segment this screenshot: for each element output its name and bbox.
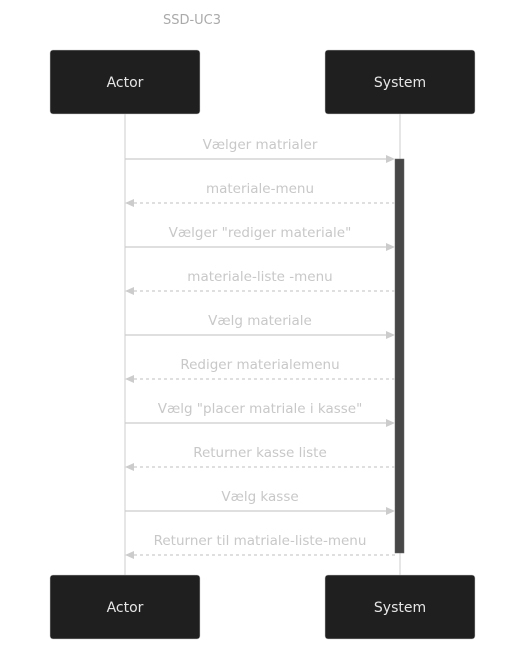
system-box-top: System xyxy=(324,49,476,115)
message-label: materiale-menu xyxy=(206,181,314,197)
arrowhead xyxy=(386,419,395,427)
message-label: Rediger materialemenu xyxy=(180,357,339,373)
arrowhead xyxy=(386,243,395,251)
message-label: Vælger "rediger materiale" xyxy=(169,225,352,241)
system-label-top: System xyxy=(374,75,426,91)
system-box-bottom: System xyxy=(324,574,476,640)
message-8: Returner kasse liste xyxy=(125,445,395,471)
message-4: materiale-liste -menu xyxy=(125,269,395,295)
system-label-bottom: System xyxy=(374,600,426,616)
arrowhead xyxy=(125,551,134,559)
actor-label-top: Actor xyxy=(107,75,144,91)
message-5: Vælg materiale xyxy=(125,313,395,339)
system-activation-bar xyxy=(394,158,405,554)
message-9: Vælg kasse xyxy=(125,489,395,515)
arrowhead xyxy=(386,507,395,515)
message-label: Returner til matriale-liste-menu xyxy=(154,533,367,549)
message-7: Vælg "placer matriale i kasse" xyxy=(125,401,395,427)
message-label: Vælg kasse xyxy=(221,489,298,505)
arrowhead xyxy=(386,331,395,339)
arrowhead xyxy=(125,287,134,295)
actor-box-bottom: Actor xyxy=(49,574,201,640)
message-6: Rediger materialemenu xyxy=(125,357,395,383)
message-10: Returner til matriale-liste-menu xyxy=(125,533,395,559)
arrowhead xyxy=(125,199,134,207)
message-label: Vælg materiale xyxy=(208,313,312,329)
actor-label-bottom: Actor xyxy=(107,600,144,616)
message-label: Vælg "placer matriale i kasse" xyxy=(158,401,363,417)
message-label: Vælger matrialer xyxy=(203,137,318,153)
message-2: materiale-menu xyxy=(125,181,395,207)
diagram-title: SSD-UC3 xyxy=(163,13,221,28)
message-1: Vælger matrialer xyxy=(125,137,395,163)
message-label: Returner kasse liste xyxy=(193,445,327,461)
message-3: Vælger "rediger materiale" xyxy=(125,225,395,251)
arrowhead xyxy=(386,155,395,163)
arrowhead xyxy=(125,375,134,383)
message-label: materiale-liste -menu xyxy=(187,269,332,285)
actor-box-top: Actor xyxy=(49,49,201,115)
arrowhead xyxy=(125,463,134,471)
